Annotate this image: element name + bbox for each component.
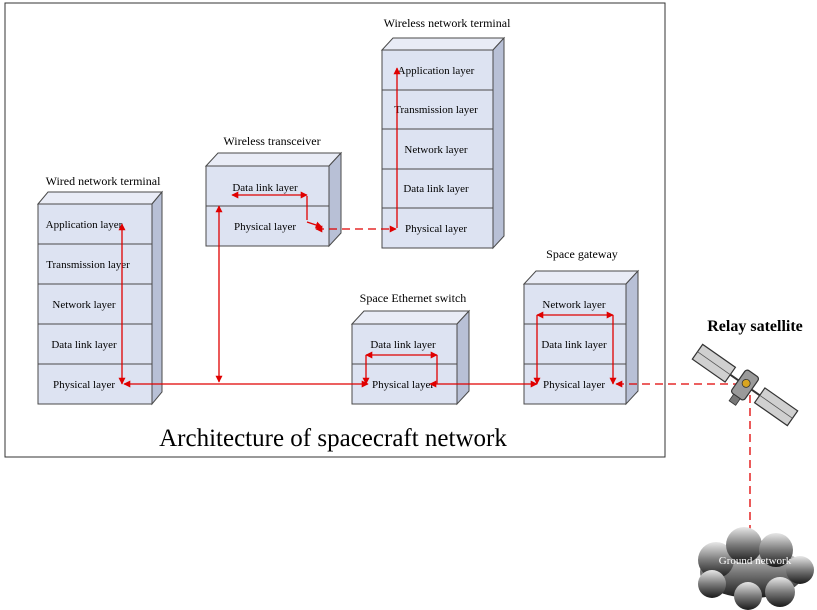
wireless-layer-label: Transmission layer — [394, 104, 478, 116]
wired-terminal-stack: Application layer Transmission layer Net… — [36, 190, 164, 406]
wireless-terminal-stack: Application layer Transmission layer Net… — [380, 36, 506, 250]
wireless-layer-label: Network layer — [404, 144, 468, 156]
relay-satellite-icon — [691, 343, 799, 427]
transceiver-data-link-layer — [205, 165, 330, 207]
architecture-caption: Architecture of spacecraft network — [159, 425, 507, 452]
connection-arrows — [118, 67, 754, 561]
ground-network-cloud-icon — [698, 527, 814, 610]
wireless-data-link-layer — [381, 168, 494, 209]
wireless-application-layer — [381, 49, 494, 91]
wired-layer-label: Data link layer — [51, 339, 117, 351]
wireless-network-layer — [381, 128, 494, 170]
wireless-terminal-title: Wireless network terminal — [384, 16, 511, 30]
transceiver-physical-layer — [205, 205, 330, 247]
gateway-layer-label: Physical layer — [543, 379, 605, 391]
wireless-transceiver-title: Wireless transceiver — [223, 134, 320, 148]
wireless-layer-label: Physical layer — [405, 223, 467, 235]
gateway-layer-label: Network layer — [542, 299, 606, 311]
wireless-transceiver-stack: Data link layer Physical layer — [204, 151, 343, 248]
wireless-layer-label: Application layer — [398, 65, 475, 77]
wired-network-layer — [37, 283, 153, 325]
wired-layer-label: Network layer — [52, 299, 116, 311]
transceiver-layer-label: Data link layer — [232, 182, 298, 194]
gateway-physical-layer — [523, 363, 627, 405]
transceiver-layer-label: Physical layer — [234, 221, 296, 233]
wired-transmission-layer — [37, 243, 153, 285]
gateway-layer-label: Data link layer — [541, 339, 607, 351]
gateway-data-link-layer — [523, 323, 627, 365]
switch-layer-label: Data link layer — [370, 339, 436, 351]
wireless-physical-layer — [381, 207, 494, 249]
wired-terminal-title: Wired network terminal — [46, 174, 161, 188]
switch-layer-label: Physical layer — [372, 379, 434, 391]
wireless-transmission-layer — [381, 89, 494, 130]
wired-data-link-layer — [37, 323, 153, 365]
architecture-frame — [4, 2, 666, 458]
wired-layer-label: Transmission layer — [46, 259, 130, 271]
space-switch-stack: Data link layer Physical layer — [350, 309, 471, 406]
wireless-layer-label: Data link layer — [403, 183, 469, 195]
wired-layer-label: Application layer — [46, 219, 123, 231]
relay-satellite-label: Relay satellite — [707, 318, 803, 335]
ground-network-label: Ground network — [719, 555, 792, 567]
space-switch-title: Space Ethernet switch — [360, 291, 467, 305]
wired-layer-label: Physical layer — [53, 379, 115, 391]
space-gateway-title: Space gateway — [546, 247, 618, 261]
